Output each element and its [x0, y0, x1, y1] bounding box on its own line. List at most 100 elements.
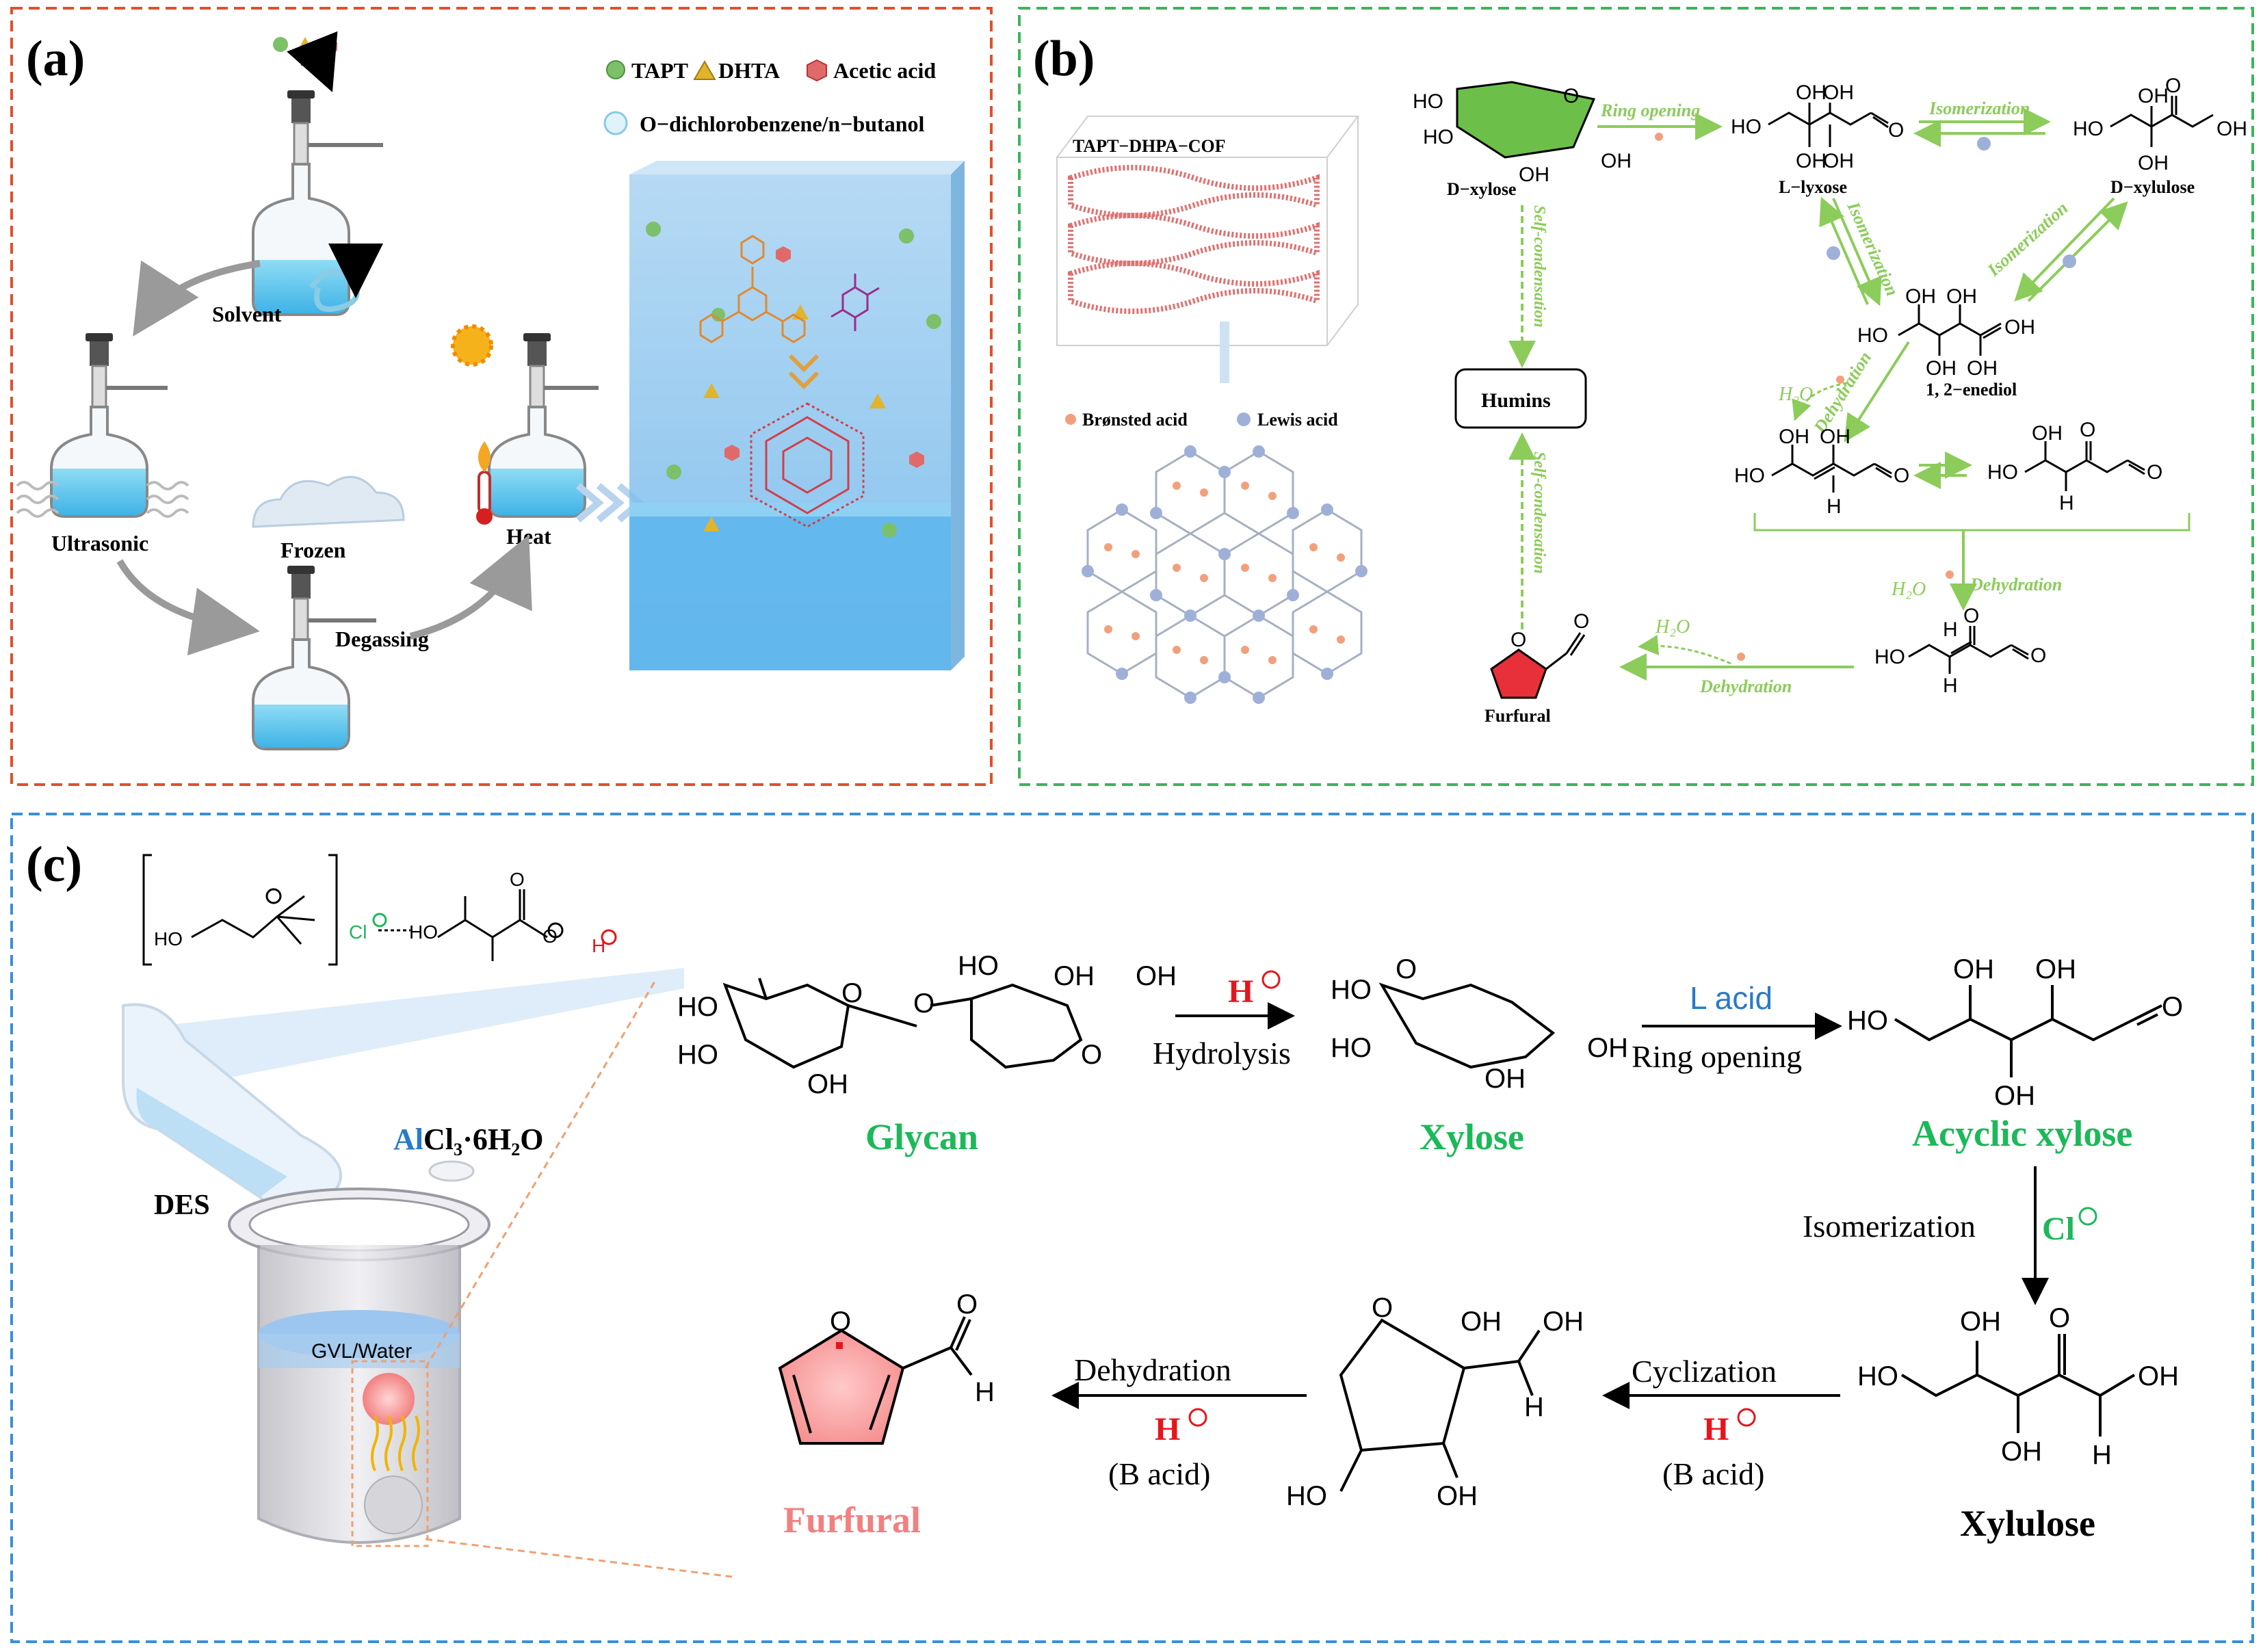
panel-c-frame	[10, 813, 2254, 1643]
bronsted-site-marker	[1946, 571, 1954, 579]
minus-charge-icon	[2078, 1207, 2097, 1226]
atom-label: O	[1510, 629, 1526, 651]
isomerization-left-label: Isomerization	[1843, 198, 1902, 299]
flask-ultrasonic	[50, 333, 168, 518]
salt-rest: Cl₃·6H₂O	[423, 1123, 544, 1156]
atom-label: HO	[958, 951, 999, 981]
lewis-site-marker	[1977, 137, 1991, 150]
salt-label: AlCl₃·6H₂O	[393, 1123, 544, 1156]
tapt-particle	[711, 308, 725, 322]
hydrolysis-catalyst: H	[1228, 973, 1253, 1010]
tapt-particle	[926, 314, 941, 329]
dehydration-c-label: Dehydration	[1074, 1352, 1231, 1387]
isomerization-right-label: Isomerization	[1983, 198, 2072, 280]
atom-label: O	[542, 926, 558, 947]
bronsted-site-marker	[1836, 376, 1844, 384]
water-release-arrow-1	[1792, 382, 1848, 421]
atom-label: OH	[1960, 1307, 2001, 1337]
atom-label: O	[2147, 461, 2162, 484]
xylose-structure	[1378, 982, 1556, 1069]
frozen-cloud-icon	[252, 475, 405, 528]
lewis-sites	[1082, 445, 1368, 704]
solvent-step-label: Solvent	[212, 302, 282, 326]
atom-label: OH	[1136, 961, 1177, 991]
salt-powder-icon	[428, 1160, 475, 1182]
furfural-c-label: Furfural	[783, 1499, 921, 1540]
ultrasonic-wave-right	[146, 481, 189, 518]
atom-label: OH	[1601, 150, 1632, 172]
dehydro-intermediate-2	[2024, 441, 2145, 491]
atom-label: O	[510, 869, 525, 890]
panel-a-frame	[10, 7, 993, 786]
zoom-highlight-box	[351, 1360, 429, 1547]
cyclic-intermediate-structure	[1339, 1318, 1541, 1492]
d-xylulose-structure	[2110, 96, 2214, 147]
des-structure	[142, 854, 617, 966]
atom-label: OH	[1946, 285, 1977, 308]
reaction-beaker	[228, 1188, 490, 1544]
atom-label: O	[1372, 1293, 1393, 1323]
dehydro-intermediate-3	[1908, 626, 2029, 674]
atom-label: OH	[807, 1069, 848, 1099]
atom-label: OH	[1953, 954, 1994, 984]
glycan-label: Glycan	[865, 1116, 978, 1157]
isomerization-left-arrow-2	[1819, 196, 1869, 305]
atom-label: HO	[1286, 1481, 1327, 1511]
atom-label: OH	[1543, 1307, 1584, 1337]
isomerization-catalyst: Cl	[2042, 1211, 2075, 1247]
bronsted-sites	[1104, 482, 1345, 664]
atom-label: O	[956, 1289, 978, 1320]
des-cl-ion: Cl	[349, 921, 367, 943]
atom-label: OH	[1519, 163, 1549, 186]
atom-label: O	[1396, 954, 1417, 984]
dhta-particle	[869, 393, 886, 408]
ultrasonic-wave-left	[16, 481, 60, 518]
atom-label: O	[1573, 610, 1589, 633]
zoom-guide-bottom	[425, 1538, 733, 1578]
cycle-arrow-bottom-left	[116, 559, 260, 656]
water-label-2: H₂O	[1891, 579, 1926, 600]
dhta-molecule	[830, 274, 880, 331]
atom-label: OH	[1796, 150, 1827, 172]
atom-label: OH	[1587, 1033, 1628, 1063]
water-label-3: H₂O	[1655, 616, 1690, 638]
panel-b-frame	[1018, 7, 2254, 786]
thermometer-icon	[478, 471, 491, 514]
atom-label: HO	[1987, 461, 2018, 484]
atom-label: HO	[1874, 646, 1905, 668]
tapt-legend-icon	[606, 60, 625, 79]
atom-label: OH	[1926, 357, 1957, 380]
humins-box	[1454, 368, 1587, 429]
plus-charge-icon	[1261, 970, 1281, 989]
atom-label: HO	[1413, 90, 1443, 113]
cof-sheet	[1068, 213, 1320, 266]
atom-label: O	[1081, 1040, 1102, 1070]
tapt-molecule	[699, 235, 806, 343]
atom-label: HO	[1847, 1006, 1888, 1036]
flask-frozen	[252, 566, 376, 750]
zoom-guide-top	[424, 978, 658, 1369]
furfural-droplet	[363, 1373, 415, 1425]
bronsted-site-marker	[1737, 653, 1745, 661]
bronsted-legend-label: Brønsted acid	[1082, 410, 1188, 430]
atom-label: O	[1894, 464, 1909, 487]
flame-icon	[478, 441, 490, 472]
xylulose-label: Xylulose	[1960, 1503, 2095, 1544]
enediol-structure	[1898, 304, 2002, 356]
furfural-c-structure: O O H	[778, 1289, 995, 1445]
atom-label: O	[1963, 605, 1979, 627]
isomerization-right-arrow-1	[2014, 197, 2115, 302]
bracket-line	[1753, 513, 2190, 532]
atom-label: HO	[677, 992, 718, 1022]
atom-label: OH	[2001, 1437, 2042, 1467]
atom-label: O	[2049, 1303, 2070, 1333]
xylose-droplet	[364, 1476, 423, 1534]
atom-label: HO	[154, 928, 183, 949]
atom-label: H	[2059, 492, 2074, 514]
cycle-arrow-top-left	[133, 260, 261, 337]
atom-label: OH	[1484, 1064, 1526, 1094]
plus-charge-icon	[1188, 1408, 1207, 1427]
atom-label: HO	[409, 921, 438, 943]
flask-heat	[488, 333, 599, 518]
water-release-arrow-3	[1638, 635, 1731, 665]
